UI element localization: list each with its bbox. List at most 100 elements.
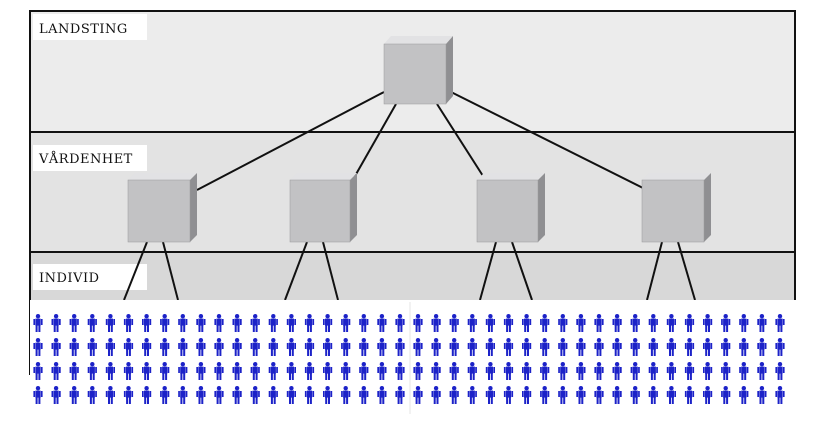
- edge-unit2-individ-b: [322, 241, 339, 301]
- person-icon: [268, 314, 278, 332]
- person-icon: [757, 386, 767, 404]
- person-icon: [594, 314, 604, 332]
- person-icon: [286, 386, 296, 404]
- node-vardenhet-2: [289, 173, 357, 243]
- person-icon: [648, 314, 658, 332]
- edge-top-unit2: [354, 103, 397, 177]
- person-icon: [503, 386, 514, 404]
- person-icon: [178, 338, 188, 356]
- person-icon: [142, 386, 152, 404]
- person-icon: [666, 362, 676, 380]
- person-icon: [250, 362, 260, 380]
- person-icon: [721, 362, 731, 380]
- person-icon: [214, 314, 224, 332]
- person-icon: [485, 314, 495, 332]
- person-icon: [196, 362, 206, 380]
- person-icon: [576, 386, 586, 404]
- person-icon: [323, 338, 333, 356]
- person-icon: [142, 362, 152, 380]
- person-icon: [612, 314, 622, 332]
- node-vardenhet-4: [641, 173, 711, 243]
- person-icon: [757, 314, 767, 332]
- person-icon: [522, 362, 532, 380]
- person-icon: [214, 338, 224, 356]
- person-icon: [775, 362, 785, 380]
- person-icon: [522, 314, 532, 332]
- person-icon: [196, 338, 206, 356]
- person-icon: [250, 338, 260, 356]
- person-icon: [377, 338, 387, 356]
- person-icon: [105, 386, 115, 404]
- person-icon: [323, 386, 333, 404]
- person-icon: [341, 338, 351, 356]
- person-icon: [630, 362, 640, 380]
- person-icon: [449, 338, 459, 356]
- node-vardenhet-1: [127, 173, 197, 243]
- person-icon: [540, 386, 550, 404]
- person-icon: [395, 338, 405, 356]
- individuals-grid: [30, 300, 796, 415]
- edge-top-unit1: [196, 91, 385, 191]
- person-icon: [286, 314, 296, 332]
- person-icon: [268, 386, 278, 404]
- edge-unit2-individ-a: [284, 241, 308, 301]
- person-icon: [323, 314, 333, 332]
- person-icon: [721, 338, 731, 356]
- person-icon: [576, 314, 586, 332]
- person-icon: [540, 338, 550, 356]
- person-icon: [485, 338, 495, 356]
- person-icon: [87, 338, 97, 356]
- person-icon: [703, 338, 713, 356]
- edge-unit4-individ-a: [646, 241, 663, 301]
- level-label-individ: INDIVID: [39, 271, 100, 286]
- person-icon: [377, 386, 387, 404]
- person-icon: [51, 314, 61, 332]
- edge-unit1-individ-b: [162, 241, 179, 301]
- person-icon: [612, 338, 622, 356]
- person-icon: [503, 362, 514, 380]
- person-icon: [232, 338, 242, 356]
- person-icon: [232, 314, 242, 332]
- person-icon: [69, 386, 79, 404]
- person-icon: [69, 362, 79, 380]
- person-icon: [105, 338, 115, 356]
- label-bg-landsting: [33, 14, 147, 40]
- person-icon: [105, 314, 115, 332]
- person-icon: [775, 314, 785, 332]
- person-icon: [123, 386, 134, 404]
- person-icon: [739, 338, 749, 356]
- node-landsting: [383, 36, 453, 105]
- person-icon: [684, 386, 695, 404]
- person-icon: [612, 386, 622, 404]
- person-icon: [558, 386, 568, 404]
- person-icon: [341, 386, 351, 404]
- edge-top-unit4: [450, 91, 644, 189]
- node-vardenhet-3: [476, 173, 545, 243]
- person-icon: [757, 362, 767, 380]
- person-icon: [449, 314, 459, 332]
- person-icon: [304, 314, 315, 332]
- person-icon: [232, 386, 242, 404]
- person-icon: [33, 314, 43, 332]
- person-icon: [666, 314, 676, 332]
- person-icon: [684, 338, 695, 356]
- person-icon: [540, 362, 550, 380]
- person-icon: [196, 386, 206, 404]
- person-icon: [178, 362, 188, 380]
- person-icon: [630, 314, 640, 332]
- person-icon: [214, 386, 224, 404]
- person-icon: [123, 338, 134, 356]
- person-icon: [467, 338, 477, 356]
- person-icon: [286, 338, 296, 356]
- person-icon: [160, 314, 170, 332]
- person-icon: [431, 314, 441, 332]
- person-icon: [359, 362, 369, 380]
- person-icon: [359, 386, 369, 404]
- person-icon: [359, 314, 369, 332]
- person-icon: [51, 338, 61, 356]
- person-icon: [558, 314, 568, 332]
- person-icon: [721, 314, 731, 332]
- person-icon: [703, 386, 713, 404]
- person-icon: [69, 338, 79, 356]
